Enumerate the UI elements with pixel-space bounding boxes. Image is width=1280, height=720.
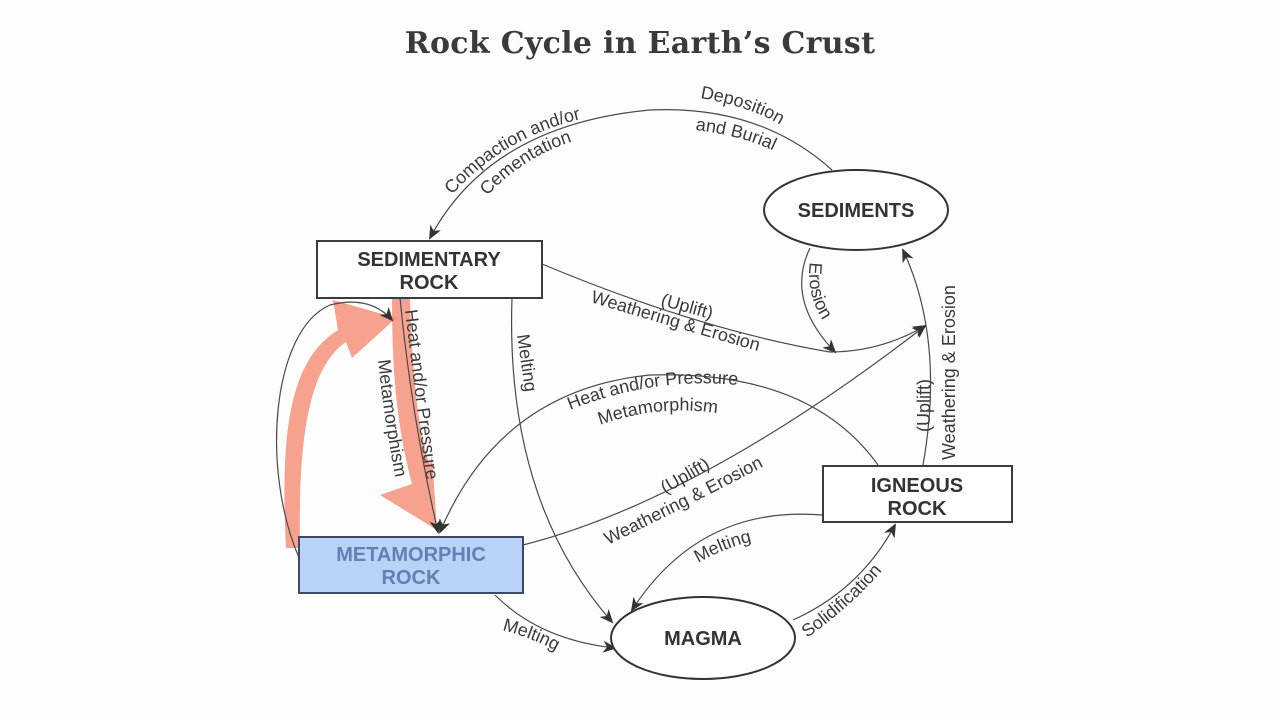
node-metamorphic-rock-line2: ROCK <box>382 567 441 589</box>
highlight-arrow-sedimentary-to-metamorphic <box>380 298 437 530</box>
label-uplift-igneous: (Uplift) <box>914 379 934 432</box>
edge-igneous-to-metamorphic <box>439 374 879 534</box>
label-metamorphism-igneous: Metamorphism <box>595 394 719 428</box>
highlight-arrow-metamorphic-to-sedimentary <box>284 300 396 548</box>
node-igneous-rock-line1: IGNEOUS <box>871 475 963 497</box>
edge-sedimentary-weathering <box>541 263 927 353</box>
node-igneous-rock-line2: ROCK <box>888 498 947 520</box>
edge-metamorphic-weathering <box>522 324 927 546</box>
edge-igneous-weathering <box>902 248 932 466</box>
edge-metamorphic-loop <box>275 301 394 561</box>
edge-sediments-erosion <box>801 247 837 354</box>
label-weathering-igneous: Weathering & Erosion <box>939 285 959 460</box>
edge-magma-solidification <box>792 523 896 621</box>
svg-text:Compaction and/or: Compaction and/or <box>440 103 582 197</box>
label-melting-metamorphic: Melting <box>501 615 563 655</box>
node-sedimentary-rock-line1: SEDIMENTARY <box>357 249 501 271</box>
label-erosion: Erosion <box>805 262 837 323</box>
highlight-arrows <box>284 298 437 548</box>
node-igneous-rock: IGNEOUS ROCK <box>822 465 1013 523</box>
node-magma-label: MAGMA <box>664 628 742 650</box>
diagram-title: Rock Cycle in Earth’s Crust <box>404 26 876 61</box>
label-solidification: Solidification <box>798 560 886 641</box>
node-sedimentary-rock-line2: ROCK <box>400 272 459 294</box>
svg-text:Solidification: Solidification <box>798 560 886 641</box>
node-sedimentary-rock: SEDIMENTARY ROCK <box>316 240 543 299</box>
svg-text:(Uplift): (Uplift) <box>914 379 934 432</box>
edge-igneous-melting <box>630 513 823 612</box>
edge-sedimentary-melting <box>510 297 614 624</box>
label-compaction: Compaction and/or <box>440 103 582 197</box>
svg-text:Melting: Melting <box>513 333 541 393</box>
node-metamorphic-rock-line1: METAMORPHIC <box>336 544 486 566</box>
edge-metamorphic-melting <box>494 594 617 653</box>
svg-text:Metamorphism: Metamorphism <box>595 394 719 428</box>
label-melting-igneous: Melting <box>691 526 753 566</box>
node-metamorphic-rock: METAMORPHIC ROCK <box>298 536 524 594</box>
edge-sediments-to-sedimentary <box>429 109 833 240</box>
svg-text:Melting: Melting <box>691 526 753 566</box>
svg-text:Erosion: Erosion <box>805 262 837 323</box>
svg-text:Melting: Melting <box>501 615 563 655</box>
edge-sedimentary-to-metamorphic <box>399 297 442 534</box>
svg-text:Weathering & Erosion: Weathering & Erosion <box>939 285 959 460</box>
node-sediments: SEDIMENTS <box>763 169 949 251</box>
node-sediments-label: SEDIMENTS <box>798 200 915 222</box>
label-melting-sedimentary: Melting <box>513 333 541 393</box>
edges <box>275 109 932 653</box>
node-magma: MAGMA <box>610 596 796 680</box>
